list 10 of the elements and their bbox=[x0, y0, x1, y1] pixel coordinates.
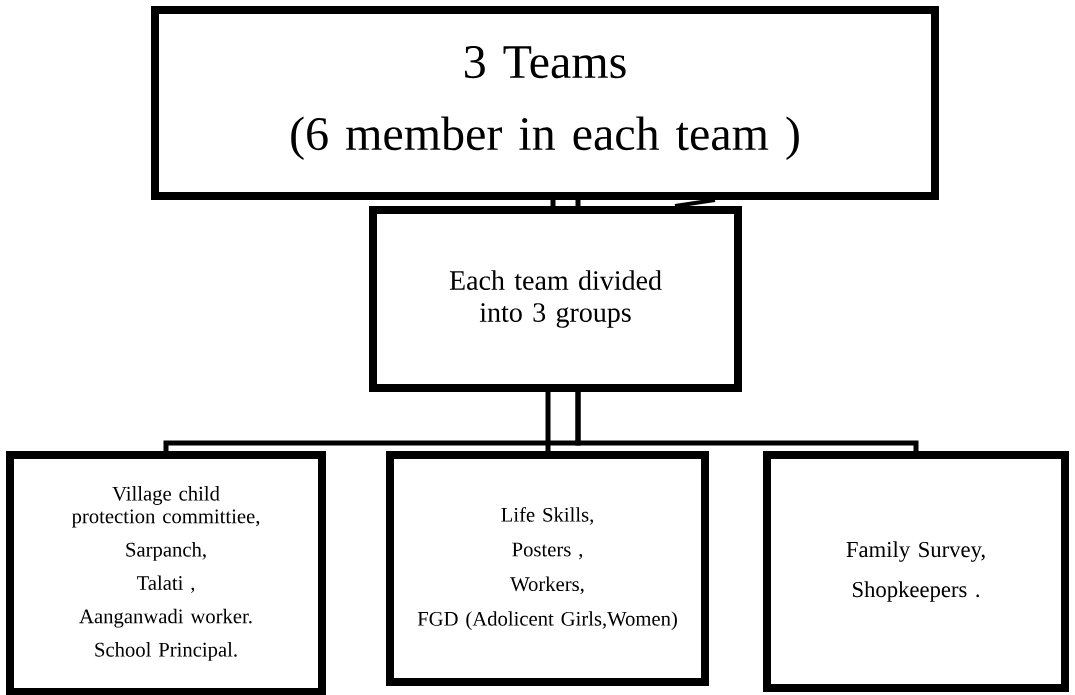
group-box: Life Skills, Posters , Workers, FGD (Adolicent Girls,Women) bbox=[386, 451, 709, 686]
connector-line bbox=[674, 198, 716, 208]
group-box: Village child protection committiee, Sarpanch, Talati , Aanganwadi worker. School Principal. bbox=[6, 451, 326, 695]
group-box: Family Survey, Shopkeepers . bbox=[763, 451, 1069, 692]
process-box: Each team divided into 3 groups bbox=[369, 206, 742, 392]
connector-line bbox=[575, 200, 581, 206]
connector-line bbox=[550, 200, 556, 206]
connector-line bbox=[545, 392, 551, 451]
connector-line bbox=[575, 392, 919, 451]
title-box: 3 Teams (6 member in each team ) bbox=[151, 6, 939, 200]
